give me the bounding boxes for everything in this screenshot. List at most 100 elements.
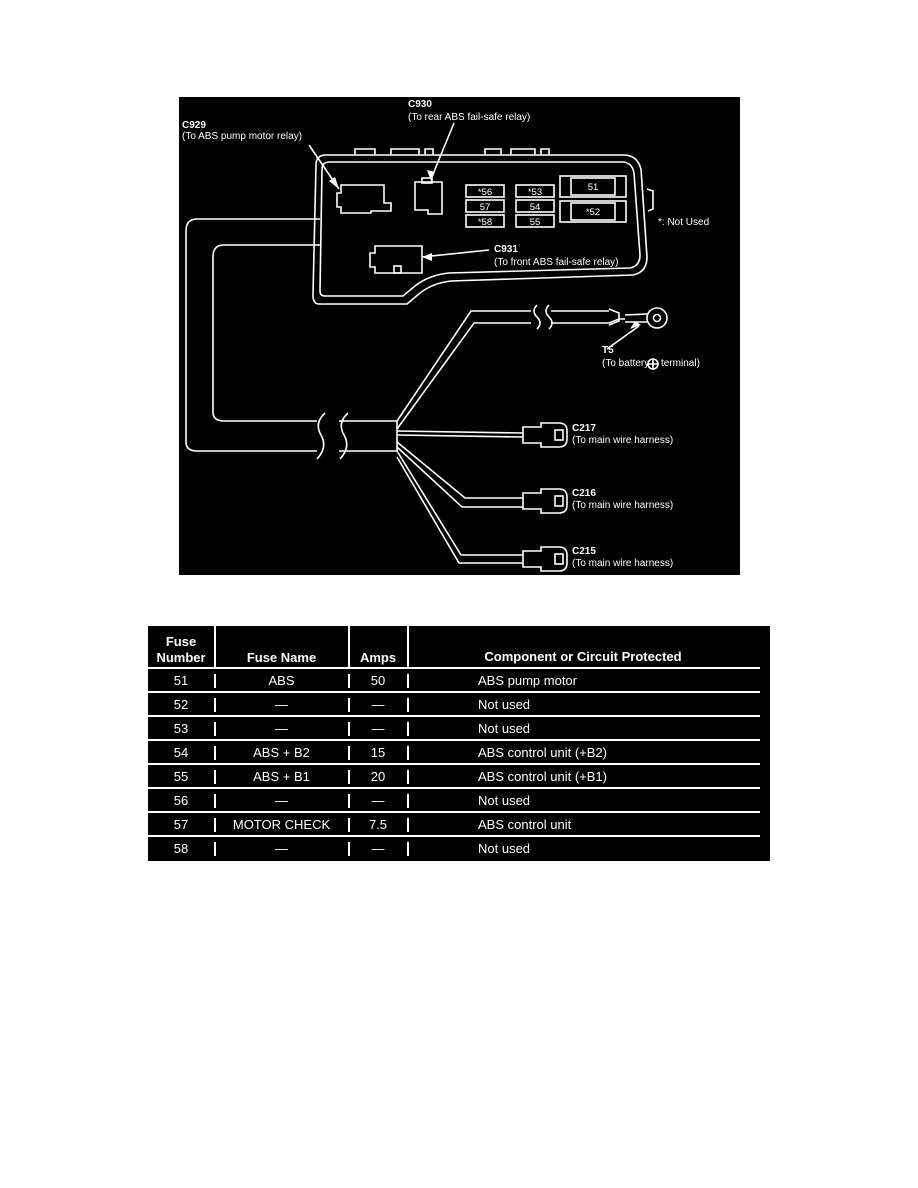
battery-lead-break-1 <box>533 304 541 330</box>
header-amps: Amps <box>359 650 397 665</box>
cell-fuse-name: — <box>275 841 288 856</box>
row-column-tick <box>407 842 409 856</box>
cell-component: ABS pump motor <box>478 673 577 688</box>
label-c930-desc: (To rear ABS fail-safe relay) <box>408 112 530 123</box>
cell-component: Not used <box>478 793 531 808</box>
arrowhead-c930 <box>427 170 435 181</box>
fuse-slot-51-box <box>559 175 627 198</box>
row-separator <box>148 667 760 669</box>
cell-fuse-name: MOTOR CHECK <box>232 817 331 832</box>
leader-c930 <box>430 122 455 180</box>
battery-lead-lower <box>396 322 531 430</box>
row-column-tick <box>407 770 409 784</box>
battery-lead-crimp <box>608 308 620 326</box>
label-t5-desc-a: (To battery <box>602 358 649 369</box>
cell-component: Not used <box>478 841 531 856</box>
fuse-slot-51-inner <box>570 177 616 196</box>
cell-fuse-name: ABS <box>268 673 295 688</box>
header-fuse-number-line1: Fuse <box>165 634 197 649</box>
cell-fuse-name: ABS + B2 <box>253 745 310 760</box>
row-column-tick <box>348 770 350 784</box>
cell-component: ABS control unit (+B2) <box>478 745 607 760</box>
row-column-tick <box>407 722 409 736</box>
fuse-box-outline-inner <box>319 161 641 297</box>
fuse-slot-57-box <box>465 199 505 213</box>
cell-fuse-name: — <box>275 697 288 712</box>
cell-fuse-number: 54 <box>173 745 189 760</box>
battery-plus-icon-cross <box>648 359 658 369</box>
row-column-tick <box>407 794 409 808</box>
fuse-slot-56-box <box>465 184 505 198</box>
fuse-slot-55-box <box>515 214 555 228</box>
connector-c217 <box>522 422 568 448</box>
row-column-tick <box>214 722 216 736</box>
fuse-slot-55: 55 <box>530 217 541 228</box>
label-c931-desc: (To front ABS fail-safe relay) <box>494 257 619 268</box>
cell-fuse-number: 55 <box>173 769 189 784</box>
row-column-tick <box>348 818 350 832</box>
row-column-tick <box>407 674 409 688</box>
row-column-tick <box>407 818 409 832</box>
row-column-tick <box>348 722 350 736</box>
fuse-slot-56: *56 <box>478 187 492 198</box>
table-row: 53——Not used <box>148 717 770 741</box>
row-separator <box>148 715 760 717</box>
fuse-slot-53: *53 <box>528 187 542 198</box>
cell-component: Not used <box>478 721 531 736</box>
cell-component: ABS control unit (+B1) <box>478 769 607 784</box>
row-column-tick <box>348 698 350 712</box>
diagram-background <box>179 97 740 575</box>
fuse-slot-52: *52 <box>586 207 600 218</box>
header-fuse-name: Fuse Name <box>246 650 317 665</box>
cell-fuse-number: 52 <box>173 697 189 712</box>
connector-c217-key <box>554 429 564 441</box>
connector-c929 <box>336 184 392 214</box>
label-t5-code: T5 <box>602 345 614 356</box>
table-row: 55 ABS + B1 20 ABS control unit (+B1) <box>148 765 770 789</box>
connector-c215 <box>522 546 568 572</box>
cell-fuse-name: — <box>275 793 288 808</box>
row-column-tick <box>214 818 216 832</box>
arrowhead-t5 <box>630 321 641 329</box>
arrowhead-c931 <box>422 253 432 261</box>
diagram-canvas: C929 (To ABS pump motor relay) C930 (To … <box>179 97 740 575</box>
row-column-tick <box>214 794 216 808</box>
cell-amps: 15 <box>370 745 386 760</box>
fuse-box-wiring-diagram: C929 (To ABS pump motor relay) C930 (To … <box>179 97 740 575</box>
row-separator <box>148 763 760 765</box>
cell-fuse-name: ABS + B1 <box>253 769 310 784</box>
row-column-tick <box>348 746 350 760</box>
connector-c930 <box>414 181 443 215</box>
connector-c215-key <box>554 553 564 565</box>
header-divider-1 <box>214 626 216 668</box>
harness-break-mark-2 <box>339 412 349 460</box>
label-c931-code: C931 <box>494 244 518 255</box>
fuse-box-top-tabs <box>354 148 550 155</box>
fuse-table: Fuse Number Fuse Name Amps Component or … <box>148 626 770 861</box>
cell-amps: — <box>371 697 385 712</box>
table-row: 54 ABS + B2 15 ABS control unit (+B2) <box>148 741 770 765</box>
cell-amps: 20 <box>370 769 386 784</box>
header-divider-2 <box>348 626 350 668</box>
row-separator <box>148 835 760 837</box>
fuse-slot-57: 57 <box>480 202 491 213</box>
c216-lead <box>396 441 523 508</box>
label-not-used-note: *: Not Used <box>658 217 709 228</box>
connector-c931-key <box>393 265 402 274</box>
cell-amps: — <box>371 721 385 736</box>
label-c217-code: C217 <box>572 423 596 434</box>
label-c216-desc: (To main wire harness) <box>572 500 673 511</box>
fuse-slot-58: *58 <box>478 217 492 228</box>
cell-fuse-number: 58 <box>173 841 189 856</box>
header-fuse-number-line2: Number <box>156 650 206 665</box>
label-t5-desc-b: terminal) <box>661 358 700 369</box>
row-column-tick <box>348 794 350 808</box>
row-column-tick <box>348 674 350 688</box>
row-column-tick <box>214 674 216 688</box>
c217-lead <box>396 430 524 438</box>
connector-c216-key <box>554 495 564 507</box>
cell-amps: — <box>371 793 385 808</box>
fuse-slot-54: 54 <box>530 202 541 213</box>
cell-fuse-number: 57 <box>173 817 189 832</box>
